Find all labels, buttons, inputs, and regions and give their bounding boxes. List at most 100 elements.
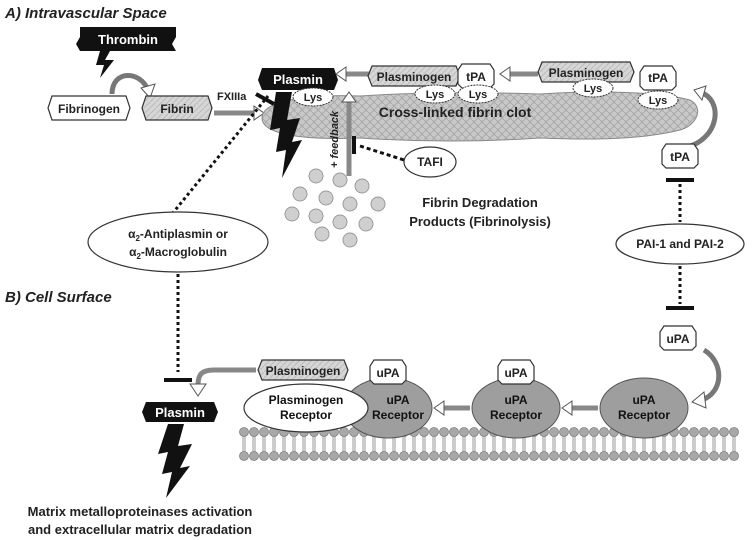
lipid-tail (552, 436, 556, 452)
upa-receptor-3: uPA Receptor (599, 377, 689, 439)
lipid-head (259, 451, 269, 461)
lys-node-3: Lys (457, 84, 499, 104)
lipid-head (419, 451, 429, 461)
lipid-head (249, 427, 259, 437)
lipid-head (349, 451, 359, 461)
lipid-head (679, 451, 689, 461)
lipid-tail (272, 436, 276, 452)
lipid-head (639, 451, 649, 461)
lipid-head (489, 451, 499, 461)
lipid-tail (302, 436, 306, 452)
lipid-tail (732, 436, 736, 452)
lipid-head (299, 451, 309, 461)
lipid-head (649, 451, 659, 461)
lipid-tail (712, 436, 716, 452)
tpa-label-1: tPA (466, 70, 486, 84)
section-title-intravascular: A) Intravascular Space (4, 5, 167, 22)
lipid-head (279, 451, 289, 461)
lipid-head (539, 451, 549, 461)
section-title-cell-surface: B) Cell Surface (5, 289, 112, 306)
lipid-head (599, 427, 609, 437)
mmp-label-line1: Matrix metalloproteinases activation (28, 504, 253, 519)
lipid-tail (362, 436, 366, 452)
upa-receptor-2: uPA Receptor (471, 377, 561, 439)
antiplasmin-alpha-2: α (129, 245, 137, 259)
plasminogen-to-plasmin-bottom-arrow (195, 367, 256, 387)
lipid-head (629, 451, 639, 461)
lipid-tail (402, 436, 406, 452)
lipid-head (559, 451, 569, 461)
antiplasmin-text-1: -Antiplasmin or (140, 227, 228, 241)
lipid-head (669, 451, 679, 461)
svg-text:α2-Antiplasmin or: α2-Antiplasmin or (128, 227, 228, 243)
lipid-head (399, 451, 409, 461)
lipid-tail (282, 436, 286, 452)
upa-label-standalone: uPA (666, 332, 689, 346)
lipid-tail (672, 436, 676, 452)
plasminogen-label-2: Plasminogen (549, 66, 624, 80)
lipid-tail (422, 436, 426, 452)
upa-receptor-1-line2: Receptor (372, 408, 424, 422)
upa-node-standalone: uPA (659, 325, 697, 351)
lys-label-3: Lys (469, 89, 488, 101)
fdp-label-line2: Products (Fibrinolysis) (409, 214, 551, 229)
plasminogen-receptor-line1: Plasminogen (269, 393, 344, 407)
tafi-inhibit-line (359, 144, 405, 162)
lipid-head (519, 451, 529, 461)
plasminogen-receptor: Plasminogen Receptor (243, 383, 369, 433)
upa-receptor-3-line2: Receptor (618, 408, 670, 422)
lipid-head (529, 451, 539, 461)
lipid-tail (532, 436, 536, 452)
lys-node-1: Lys (292, 87, 334, 107)
lipid-head (449, 427, 459, 437)
lipid-tail (492, 436, 496, 452)
lipid-head (619, 451, 629, 461)
lipid-head (719, 427, 729, 437)
tpa-label-2: tPA (648, 71, 668, 85)
lipid-tail (412, 436, 416, 452)
lipid-tail (482, 436, 486, 452)
lipid-head (249, 451, 259, 461)
antiplasmin-sub-2: 2 (136, 252, 141, 261)
lipid-tail (572, 436, 576, 452)
antiplasmin-alpha-1: α (128, 227, 136, 241)
fibrin-node: Fibrin (141, 95, 213, 121)
fibrin-label: Fibrin (160, 102, 193, 116)
lys-label-1: Lys (304, 92, 323, 104)
tpa-label-3: tPA (670, 150, 690, 164)
lipid-head (419, 427, 429, 437)
lipid-head (709, 451, 719, 461)
lipid-tail (502, 436, 506, 452)
upa-label-receptor-1: uPA (376, 366, 399, 380)
lipid-head (339, 451, 349, 461)
plasminogen-label-3: Plasminogen (266, 364, 341, 378)
plasmin-bottom-node: Plasmin (142, 402, 218, 422)
lys-label-5: Lys (649, 95, 668, 107)
tpa-node-3: tPA (661, 143, 699, 169)
lipid-head (429, 451, 439, 461)
lipid-head (679, 427, 689, 437)
lipid-head (689, 427, 699, 437)
lipid-head (239, 451, 249, 461)
lipid-tail (642, 436, 646, 452)
lipid-head (459, 427, 469, 437)
thrombin-bolt (96, 51, 114, 78)
lipid-head (329, 451, 339, 461)
antiplasmin-sub-1: 2 (135, 234, 140, 243)
plasminogen-label-1: Plasminogen (377, 70, 452, 84)
fibrinogen-node: Fibrinogen (47, 95, 131, 121)
lipid-tail (582, 436, 586, 452)
fibrin-clot: Cross-linked fibrin clot (261, 91, 699, 142)
lipid-tail (652, 436, 656, 452)
lipid-head (579, 427, 589, 437)
lipid-head (579, 451, 589, 461)
plasminogen-node-3: Plasminogen (257, 359, 349, 381)
lipid-head (429, 427, 439, 437)
plasmin-top-label: Plasmin (273, 72, 323, 87)
lipid-tail (332, 436, 336, 452)
lipid-tail (432, 436, 436, 452)
tafi-node: TAFI (403, 146, 457, 178)
lipid-head (449, 451, 459, 461)
plasmin-top-node: Plasmin (258, 68, 338, 90)
lipid-tail (462, 436, 466, 452)
